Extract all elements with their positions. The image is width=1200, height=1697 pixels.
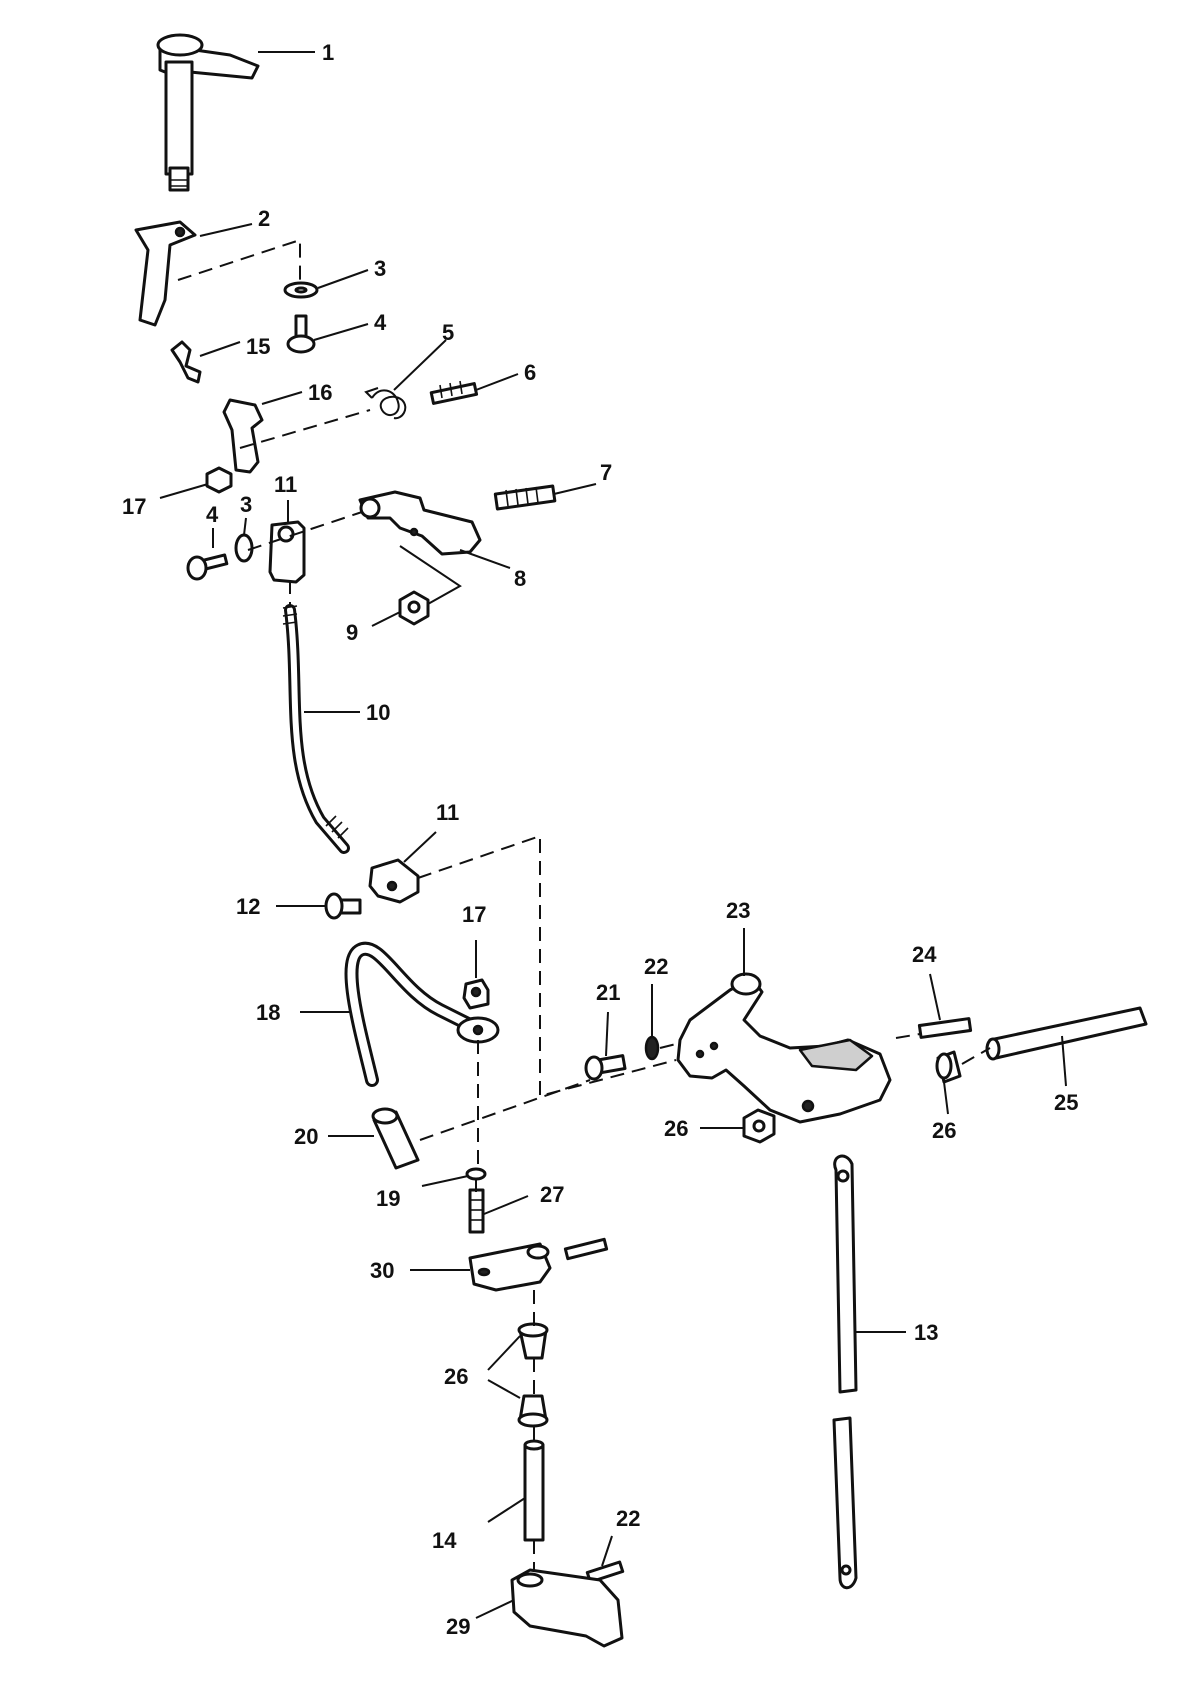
part-18-bent-rod	[344, 941, 500, 1087]
part-8-bracket	[358, 490, 482, 556]
part-3-washer-lower	[234, 533, 254, 563]
callout-24: 24	[912, 942, 937, 967]
part-1-shift-shaft	[156, 33, 260, 192]
part-20-sleeve	[371, 1107, 420, 1170]
part-13-strap	[832, 1154, 858, 1590]
part-3-washer-upper	[283, 281, 319, 299]
part-17-nut-lower	[462, 978, 490, 1010]
callout-7: 7	[600, 460, 612, 485]
callout-5: 5	[442, 320, 454, 345]
callout-22-lower: 22	[616, 1506, 640, 1531]
part-17-nut-upper	[205, 466, 233, 494]
callout-17-lower: 17	[462, 902, 486, 927]
callout-15: 15	[246, 334, 270, 359]
leader-lines	[159, 51, 1067, 1619]
callout-11-lower: 11	[436, 800, 459, 825]
part-19-ring	[465, 1167, 487, 1181]
callout-labels: 1 2 3 4 15 5 6 16 17 4 3 11 7 8 9 10 11 …	[122, 40, 1078, 1639]
part-26-bushing-upper	[517, 1322, 549, 1360]
callout-12: 12	[236, 894, 260, 919]
part-26-bushing-lower	[517, 1394, 549, 1428]
callout-3: 3	[374, 256, 386, 281]
callout-10: 10	[366, 700, 390, 725]
part-2-lever	[134, 220, 197, 327]
callout-3-lower: 3	[240, 492, 252, 517]
part-4-screw-upper	[286, 314, 316, 354]
part-21-screw	[584, 1054, 627, 1081]
part-9-nut	[398, 590, 430, 626]
part-29-lever	[510, 1568, 624, 1648]
callout-9: 9	[346, 620, 358, 645]
callout-19: 19	[376, 1186, 400, 1211]
callout-2: 2	[258, 206, 270, 231]
callout-23: 23	[726, 898, 750, 923]
callout-13: 13	[914, 1320, 938, 1345]
part-5-spring	[364, 387, 407, 420]
part-24-pin	[917, 1017, 973, 1039]
part-4-screw-lower	[186, 553, 229, 581]
part-6-stud	[429, 380, 479, 405]
part-22-washer-upper	[644, 1035, 660, 1061]
callout-22-upper: 22	[644, 954, 668, 979]
part-25-rod	[985, 1006, 1148, 1061]
callout-16: 16	[308, 380, 332, 405]
part-14-pin	[523, 1439, 545, 1542]
part-10-rod	[282, 604, 350, 854]
part-23-bracket	[676, 972, 892, 1124]
part-16-link	[222, 398, 264, 474]
part-15-clip	[170, 340, 202, 384]
callout-8: 8	[514, 566, 526, 591]
part-26-bushing-right	[935, 1050, 962, 1084]
callout-26-right: 26	[932, 1118, 956, 1143]
callout-6: 6	[524, 360, 536, 385]
assembly-lines	[177, 238, 991, 1572]
part-11-swivel-upper	[268, 520, 306, 584]
part-11-swivel-lower	[368, 858, 420, 904]
part-30-lever	[468, 1237, 609, 1292]
callout-29: 29	[446, 1614, 470, 1639]
part-12-screw	[324, 892, 362, 920]
callout-4: 4	[374, 310, 387, 335]
callout-30: 30	[370, 1258, 394, 1283]
callout-26-nut: 26	[664, 1116, 688, 1141]
part-7-stud	[493, 484, 557, 511]
callout-14: 14	[432, 1528, 457, 1553]
part-26-nut-center	[742, 1108, 776, 1144]
callout-26-center: 26	[444, 1364, 468, 1389]
callout-4-lower: 4	[206, 502, 219, 527]
callout-11: 11	[274, 472, 297, 497]
callout-18: 18	[256, 1000, 280, 1025]
callout-20: 20	[294, 1124, 318, 1149]
callout-25: 25	[1054, 1090, 1078, 1115]
callout-27: 27	[540, 1182, 564, 1207]
callout-1: 1	[322, 40, 334, 65]
callout-21: 21	[596, 980, 620, 1005]
part-27-stud	[468, 1188, 485, 1234]
callout-17: 17	[122, 494, 146, 519]
